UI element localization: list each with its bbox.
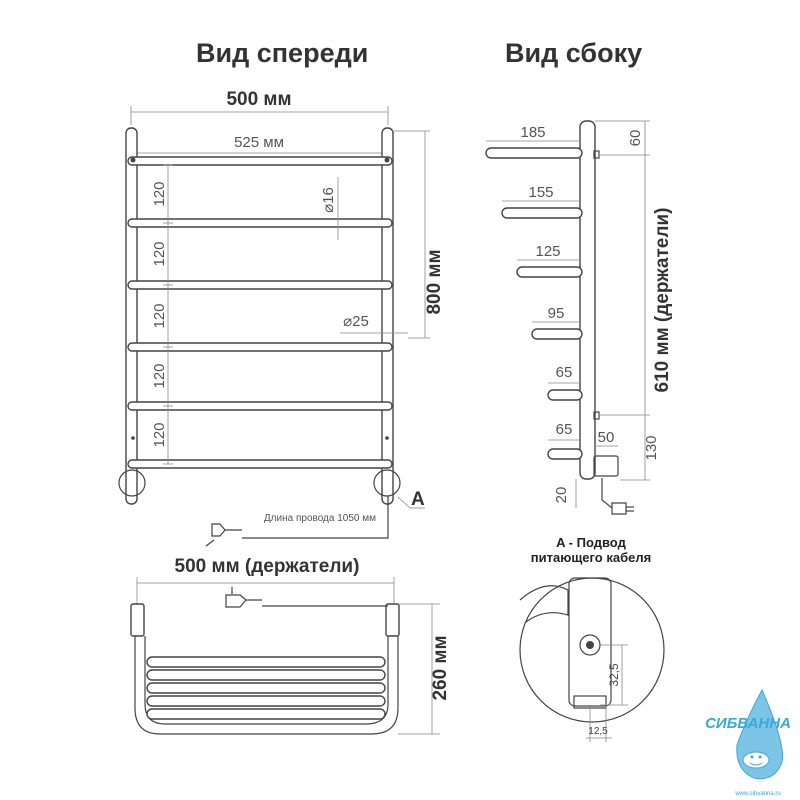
top-holders-width-label: 500 мм (держатели): [175, 556, 360, 577]
detail-vertical-dim: 32,5: [607, 663, 621, 687]
top-view: 500 мм (держатели) 260 мм: [130, 556, 451, 735]
spacing-3: 120: [151, 303, 168, 328]
detail-title-line2: питающего кабеля: [531, 550, 651, 565]
rung-6: [127, 459, 393, 469]
left-upright: [125, 127, 138, 505]
rung-4: [127, 342, 393, 352]
cable-length-label: Длина провода 1050 мм: [264, 513, 376, 524]
shelf-3-label: 125: [535, 243, 560, 260]
detail-horizontal-dim: 12,5: [588, 726, 608, 737]
detail-a: A - Подвод питающего кабеля 32,5 12,5: [519, 535, 665, 742]
side-holders-height-label: 610 мм (держатели): [652, 208, 673, 393]
shelf-1-label: 185: [520, 124, 545, 141]
side-bottom-height-label: 130: [643, 435, 660, 460]
shelf-5: [547, 389, 583, 401]
side-top-offset-label: 60: [627, 130, 644, 147]
left-foot-circle: [118, 469, 146, 497]
shelf-4-label: 95: [548, 305, 565, 322]
spacing-4: 120: [151, 363, 168, 388]
rung-5: [127, 401, 393, 411]
detail-title-line1: A - Подвод: [556, 535, 626, 550]
side-bottom-offset-label: 20: [553, 487, 570, 504]
shelf-2: [501, 207, 583, 219]
side-pole: [579, 120, 596, 480]
side-view: 185 155 125 95 65 65 60 610 мм (держател…: [485, 120, 673, 515]
rung-3: [127, 280, 393, 290]
front-width-total-label: 500 мм: [226, 89, 291, 110]
front-height-label: 800 мм: [424, 249, 445, 314]
spacing-2: 120: [151, 241, 168, 266]
rung-1: [127, 156, 393, 166]
diameter-25-label: ⌀25: [343, 313, 369, 330]
detail-circle: [519, 577, 665, 723]
front-width-inner-label: 525 мм: [234, 134, 284, 151]
shelf-2-label: 155: [528, 184, 553, 201]
logo-text: СИБВАННА: [705, 715, 791, 732]
front-view: 500 мм 525 мм: [118, 89, 445, 547]
sibvanna-logo: СИБВАННА www.sibvanna.ru: [705, 688, 791, 797]
front-view-title: Вид спереди: [196, 38, 369, 68]
top-depth-label: 260 мм: [430, 635, 451, 700]
side-view-title: Вид сбоку: [505, 38, 643, 68]
spacing-1: 120: [151, 181, 168, 206]
diameter-16-label: ⌀16: [320, 187, 337, 213]
right-foot-circle: [373, 469, 401, 497]
shelf-1: [485, 147, 583, 159]
shelf-4: [531, 328, 583, 340]
rung-2: [127, 218, 393, 228]
shelf-5-label: 65: [556, 364, 573, 381]
right-upright: [381, 127, 394, 505]
shelf-3: [516, 266, 583, 278]
shelf-6-label: 65: [556, 421, 573, 438]
side-box-width-label: 50: [598, 429, 615, 446]
logo-url: www.sibvanna.ru: [734, 791, 780, 797]
spacing-5: 120: [151, 422, 168, 447]
marker-a-label: A: [411, 489, 425, 510]
shelf-6: [547, 448, 583, 460]
